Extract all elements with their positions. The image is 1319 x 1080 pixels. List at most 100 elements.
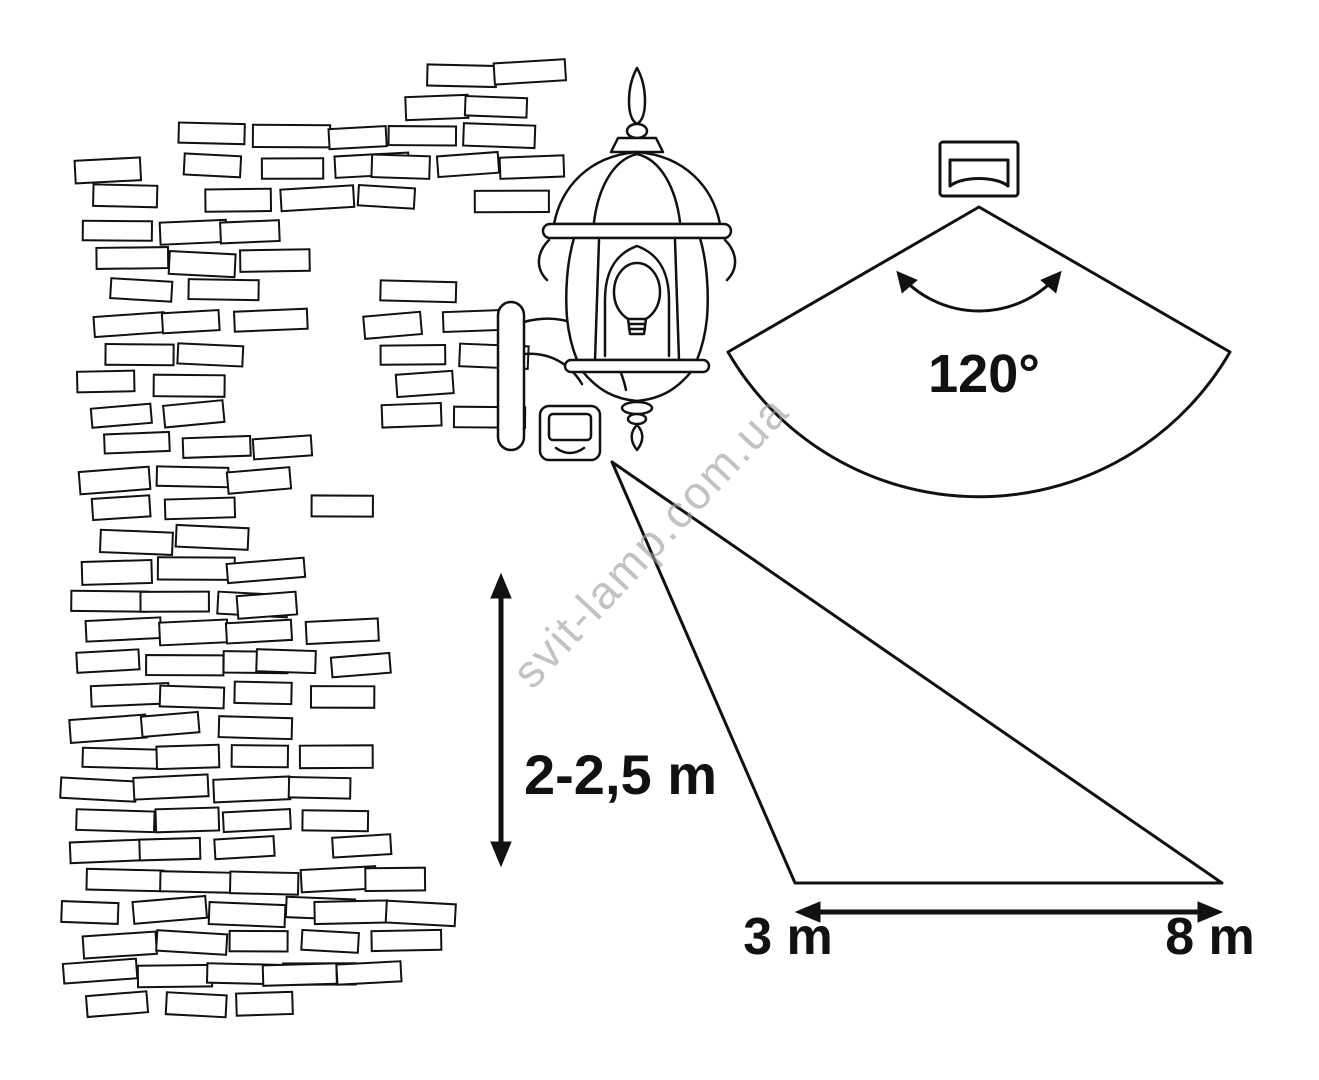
detection-angle-fan — [726, 205, 1232, 499]
brick — [60, 900, 120, 925]
brick — [163, 496, 237, 521]
brick — [426, 63, 498, 89]
distance-arrow — [794, 901, 1224, 923]
brick — [362, 310, 424, 340]
brick — [462, 122, 537, 150]
brick — [384, 899, 457, 928]
brick — [329, 651, 392, 679]
brick — [132, 773, 210, 801]
brick — [159, 870, 235, 894]
brick — [89, 681, 171, 708]
brick — [309, 685, 376, 709]
brick — [104, 342, 175, 367]
brick — [387, 125, 458, 147]
brick — [204, 187, 273, 213]
brick — [139, 590, 210, 613]
brick — [356, 183, 417, 210]
brick — [370, 928, 443, 953]
brick — [155, 929, 229, 956]
brick — [181, 434, 252, 460]
brick — [81, 219, 153, 242]
bulb-icon — [612, 261, 662, 336]
brick — [331, 833, 393, 859]
brick — [492, 58, 568, 86]
brick — [221, 807, 292, 834]
brick — [156, 556, 236, 581]
brick — [158, 618, 230, 647]
brick — [95, 246, 170, 270]
brick — [92, 183, 159, 209]
brick — [68, 713, 148, 744]
brick — [77, 465, 152, 496]
brick — [152, 373, 226, 398]
height-arrow — [490, 572, 512, 868]
brick — [84, 616, 163, 643]
brick — [394, 369, 455, 399]
brick — [70, 589, 149, 613]
brick — [154, 806, 221, 834]
brick — [75, 648, 141, 674]
brick — [98, 528, 174, 556]
brick — [80, 559, 154, 586]
brick — [435, 150, 501, 179]
brick — [212, 775, 292, 804]
brick — [364, 866, 427, 893]
brick — [233, 680, 293, 706]
brick — [300, 928, 360, 954]
brick — [158, 218, 228, 246]
brick — [225, 556, 307, 585]
brick — [103, 430, 171, 455]
distance-max-label: 8 m — [1165, 908, 1255, 966]
brick — [155, 743, 221, 771]
brick — [404, 93, 470, 122]
brick — [224, 618, 294, 645]
brick — [167, 249, 237, 279]
brick — [174, 523, 250, 551]
brick — [145, 654, 225, 677]
angle-label: 120° — [928, 344, 1040, 404]
brick — [158, 684, 226, 710]
brick — [138, 836, 202, 862]
brick — [298, 744, 374, 770]
brick — [89, 402, 153, 429]
brick — [61, 957, 139, 985]
brick — [177, 121, 246, 146]
brick — [498, 154, 566, 180]
brick — [335, 960, 403, 986]
height-label: 2-2,5 m — [524, 743, 717, 806]
brick — [251, 434, 314, 461]
brick — [251, 123, 332, 149]
brick — [85, 867, 165, 893]
brick — [310, 494, 374, 518]
brick — [230, 744, 290, 769]
brick — [75, 808, 156, 834]
brick — [162, 399, 226, 429]
brick — [287, 775, 352, 800]
brick — [327, 125, 388, 151]
brick — [139, 710, 201, 739]
brick — [176, 342, 245, 368]
brick — [136, 963, 214, 989]
brick — [131, 894, 209, 925]
brick — [380, 401, 443, 429]
brick — [81, 930, 159, 960]
brick — [155, 465, 230, 489]
brick — [255, 648, 317, 675]
brick — [219, 219, 281, 245]
angle-arc-arrow — [896, 270, 1062, 313]
brick — [182, 152, 243, 179]
wall-lantern-with-sensor-icon — [496, 66, 737, 462]
brick — [75, 369, 136, 394]
brick — [463, 94, 529, 119]
brick — [370, 153, 431, 180]
brick — [301, 809, 370, 833]
brick — [235, 590, 299, 620]
distance-min-label: 3 m — [743, 908, 833, 966]
brick — [228, 929, 289, 953]
detection-range-triangle — [610, 460, 1224, 885]
brick — [228, 870, 300, 896]
brick — [92, 311, 166, 339]
brick — [304, 617, 380, 646]
brick — [68, 838, 142, 865]
